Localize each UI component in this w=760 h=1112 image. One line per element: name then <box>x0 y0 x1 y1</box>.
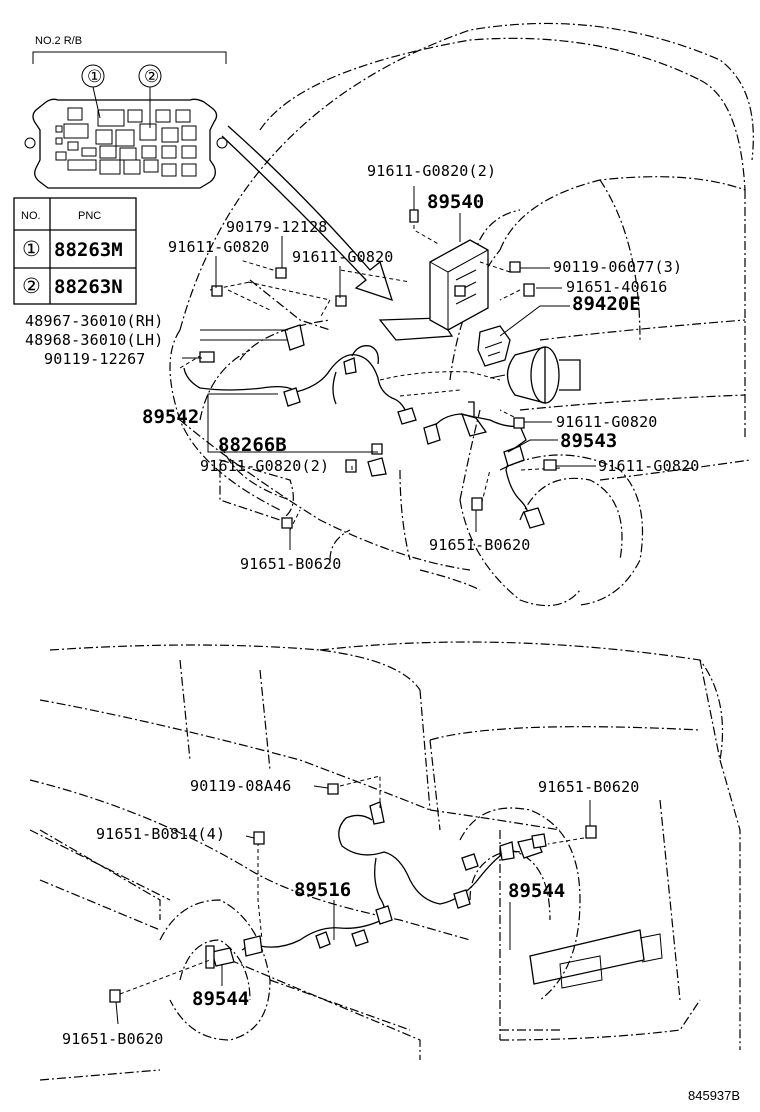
pnc-table-header-no: NO. <box>21 210 41 222</box>
part-label-48967-36010-rh: 48967-36010(RH) <box>25 312 163 330</box>
relay-marker-1: ① <box>87 67 102 86</box>
leader-lines <box>115 186 596 1025</box>
pnc-table-row-pnc: 88263M <box>54 239 123 261</box>
part-label-91611-g0820: 91611-G0820 <box>598 457 700 475</box>
rear-vehicle-drawing <box>29 641 741 1081</box>
pnc-table-row-pnc: 88263N <box>54 276 123 298</box>
part-label-91611-g0820: 91611-G0820 <box>292 248 394 266</box>
part-label-91651-b0814-4: 91651-B0814(4) <box>96 825 225 843</box>
part-label-89542: 89542 <box>142 406 199 428</box>
part-label-89540: 89540 <box>427 191 484 213</box>
part-label-91611-g0820-2: 91611-G0820(2) <box>367 162 496 180</box>
front-vehicle-drawing <box>169 22 754 607</box>
part-label-91651-40616: 91651-40616 <box>566 278 668 296</box>
pnc-table: NO. PNC ① 88263M ② 88263N <box>13 197 137 305</box>
part-label-91651-b0620: 91651-B0620 <box>62 1030 164 1048</box>
pnc-table-header-pnc: PNC <box>78 210 101 222</box>
part-label-91651-b0620: 91651-B0620 <box>429 536 531 554</box>
pnc-table-row-no: ② <box>22 275 41 298</box>
part-label-90119-08a46: 90119-08A46 <box>190 777 292 795</box>
part-label-89543: 89543 <box>560 430 617 452</box>
part-label-90119-12267: 90119-12267 <box>44 350 146 368</box>
part-label-89420e: 89420E <box>572 293 641 315</box>
part-label-90119-06077-3: 90119-06077(3) <box>553 258 682 276</box>
part-label-89544: 89544 <box>508 880 565 902</box>
part-label-88266b: 88266B <box>218 434 287 456</box>
part-label-91611-g0820: 91611-G0820 <box>556 413 658 431</box>
pnc-table-row-no: ① <box>22 238 41 261</box>
relay-box-title: NO.2 R/B <box>35 35 82 47</box>
part-label-90179-12128: 90179-12128 <box>226 218 328 236</box>
part-labels: 91611-G0820(2) 89540 90179-12128 91611-G… <box>25 162 740 1103</box>
part-label-48968-36010-lh: 48968-36010(LH) <box>25 331 163 349</box>
part-label-91611-g0820-2: 91611-G0820(2) <box>200 457 329 475</box>
relay-marker-2: ② <box>144 67 159 86</box>
part-label-91651-b0620: 91651-B0620 <box>538 778 640 796</box>
part-label-91651-b0620: 91651-B0620 <box>240 555 342 573</box>
part-label-89544: 89544 <box>192 988 249 1010</box>
figure-code: 845937B <box>688 1088 740 1103</box>
part-label-89516: 89516 <box>294 879 351 901</box>
part-label-91611-g0820: 91611-G0820 <box>168 238 270 256</box>
relay-box-inset: NO.2 R/B ① ② <box>24 35 228 189</box>
